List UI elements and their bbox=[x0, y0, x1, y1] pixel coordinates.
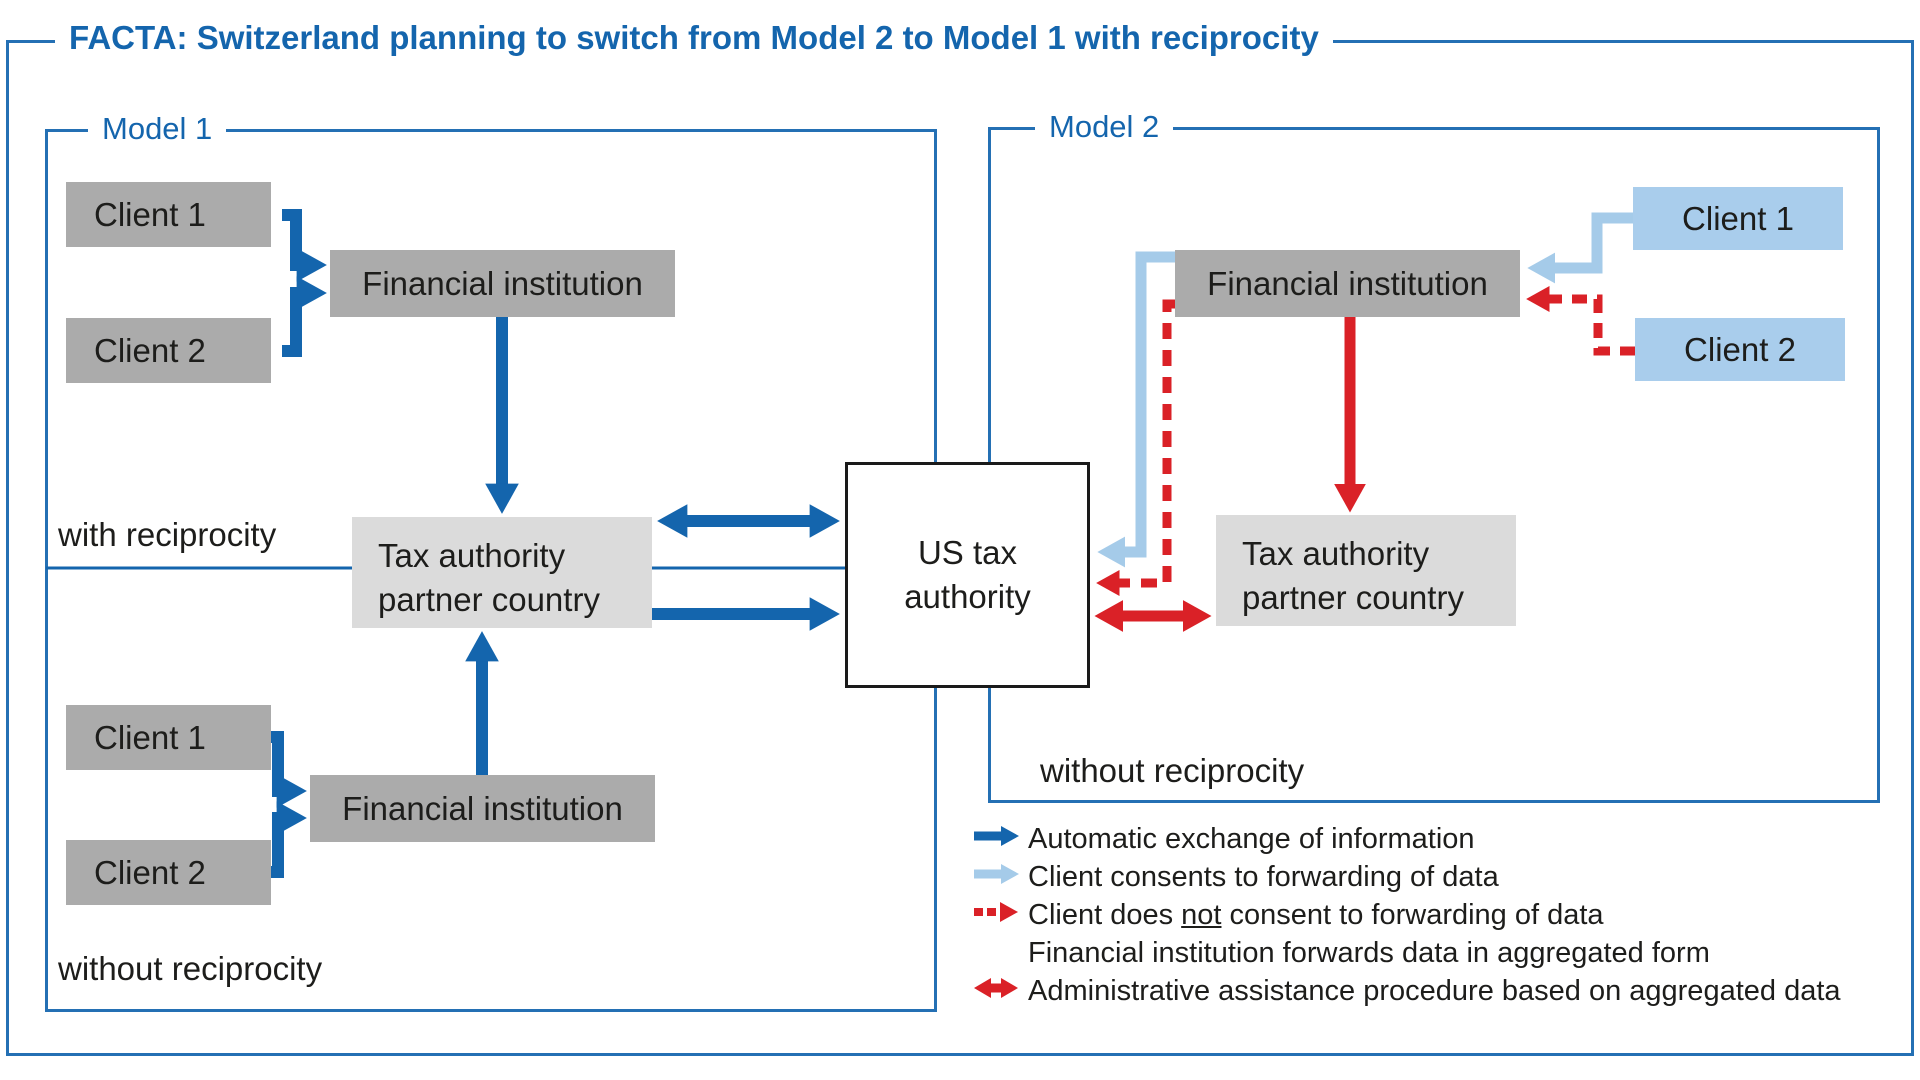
m1-without-reciprocity-label: without reciprocity bbox=[58, 950, 323, 987]
m2-client1-label: Client 1 bbox=[1682, 199, 1794, 237]
m1-top-financial-institution-box: Financial institution bbox=[330, 250, 675, 317]
m1-tax-authority-label: Tax authority partner country bbox=[352, 524, 600, 622]
m2-without-reciprocity-label: without reciprocity bbox=[1040, 752, 1305, 789]
legend-label-post: consent to forwarding of data bbox=[1221, 899, 1604, 931]
m1-tax-authority-line1: Tax authority bbox=[378, 536, 566, 574]
m1-bottom-client1-label: Client 1 bbox=[94, 718, 206, 756]
m2-financial-institution-label: Financial institution bbox=[1207, 264, 1488, 302]
m1-tax-authority-box: Tax authority partner country bbox=[352, 517, 652, 628]
legend-item-client-consents: Client consents to forwarding of data bbox=[972, 858, 1841, 896]
m1-with-reciprocity-label: with reciprocity bbox=[58, 516, 277, 553]
m1-bottom-client2-box: Client 2 bbox=[66, 840, 271, 905]
m2-financial-institution-box: Financial institution bbox=[1175, 250, 1520, 317]
legend-item-automatic-exchange: Automatic exchange of information bbox=[972, 820, 1841, 858]
legend-item-client-no-consent: Client does not consent to forwarding of… bbox=[972, 896, 1841, 934]
m1-top-client1-box: Client 1 bbox=[66, 182, 271, 247]
m2-client2-box: Client 2 bbox=[1635, 318, 1845, 381]
model1-label: Model 1 bbox=[88, 111, 227, 147]
legend-label: Client does not consent to forwarding of… bbox=[1028, 896, 1604, 934]
m2-client1-box: Client 1 bbox=[1633, 187, 1843, 250]
diagram-title: FACTA: Switzerland planning to switch fr… bbox=[55, 19, 1333, 57]
legend-icon-spacer bbox=[972, 934, 1028, 937]
red-dashed-arrow-icon bbox=[972, 896, 1028, 930]
legend-label-underlined: not bbox=[1181, 899, 1222, 931]
legend-item-aggregated-form: Financial institution forwards data in a… bbox=[972, 934, 1841, 972]
us-tax-authority-line2: authority bbox=[904, 578, 1031, 615]
legend-label: Administrative assistance procedure base… bbox=[1028, 975, 1841, 1007]
m1-bottom-financial-institution-label: Financial institution bbox=[342, 789, 623, 827]
m2-tax-authority-line1: Tax authority bbox=[1242, 534, 1430, 572]
m2-tax-authority-label: Tax authority partner country bbox=[1216, 522, 1464, 620]
legend-item-admin-assistance: Administrative assistance procedure base… bbox=[972, 972, 1841, 1010]
m1-tax-authority-line2: partner country bbox=[378, 580, 600, 618]
m1-top-client1-label: Client 1 bbox=[94, 195, 206, 233]
m1-bottom-client2-label: Client 2 bbox=[94, 853, 206, 891]
blue-arrow-icon bbox=[972, 820, 1028, 854]
legend-label: Automatic exchange of information bbox=[1028, 823, 1475, 855]
red-double-arrow-icon bbox=[972, 972, 1028, 1006]
legend-label: Client consents to forwarding of data bbox=[1028, 861, 1499, 893]
m1-top-client2-box: Client 2 bbox=[66, 318, 271, 383]
model2-label: Model 2 bbox=[1035, 109, 1174, 145]
us-tax-authority-line1: US tax bbox=[917, 534, 1018, 571]
m1-top-financial-institution-label: Financial institution bbox=[362, 264, 643, 302]
m2-tax-authority-line2: partner country bbox=[1242, 578, 1464, 616]
lightblue-arrow-icon bbox=[972, 858, 1028, 892]
m1-bottom-financial-institution-box: Financial institution bbox=[310, 775, 655, 842]
m1-bottom-client1-box: Client 1 bbox=[66, 705, 271, 770]
us-tax-authority-box: US tax authority bbox=[845, 462, 1090, 688]
legend: Automatic exchange of information Client… bbox=[972, 820, 1841, 1010]
legend-label-pre: Client does bbox=[1028, 899, 1182, 931]
m2-client2-label: Client 2 bbox=[1684, 330, 1796, 368]
m2-tax-authority-box: Tax authority partner country bbox=[1216, 515, 1516, 626]
legend-label: Financial institution forwards data in a… bbox=[1028, 937, 1710, 969]
m1-top-client2-label: Client 2 bbox=[94, 331, 206, 369]
